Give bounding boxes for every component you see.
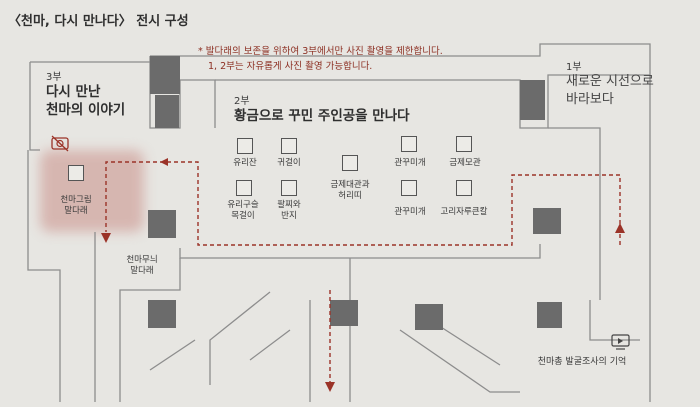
- photo-notice-line1: * 발다래의 보존을 위하여 3부에서만 사진 촬영을 제한합니다.: [198, 46, 443, 57]
- item-label: 유리잔: [233, 158, 257, 168]
- video-icon: [611, 334, 630, 350]
- wall-block: [155, 95, 179, 128]
- item-label: 귀걸이: [277, 158, 301, 168]
- diagonal-wall-lower: [149, 339, 196, 371]
- part3-title-line2: 천마의 이야기: [46, 102, 126, 118]
- item-label: 금제모관: [449, 158, 481, 168]
- part2-number: 2부: [234, 96, 250, 107]
- wall-block: [330, 300, 358, 326]
- exhibit-marker: [456, 180, 472, 196]
- bracelet-line1: 팔찌와: [277, 200, 301, 210]
- no-photo-icon: [51, 135, 69, 152]
- wall-block: [520, 80, 545, 120]
- photo-restricted-zone: [40, 150, 144, 232]
- wall-block: [148, 210, 176, 238]
- part3-section: 3부 다시 만난 천마의 이야기: [46, 68, 125, 119]
- page-title: 〈천마, 다시 만나다〉 전시 구성: [8, 14, 189, 29]
- part3-title-line1: 다시 만난: [46, 84, 101, 100]
- part1-section: 1부 새로운 시선으로 바라보다: [566, 58, 654, 109]
- wall-block: [533, 208, 561, 234]
- bamboo-label-line2: 말다래: [130, 266, 154, 276]
- exhibit-marker: [237, 138, 253, 154]
- diagonal-wall-center: [399, 319, 520, 393]
- exhibit-marker: [401, 180, 417, 196]
- painting-label-line2: 말다래: [64, 206, 88, 216]
- part2-section: 2부 황금으로 꾸민 주인공을 만나다: [234, 92, 410, 125]
- gold-crown-line1: 금제대관과: [330, 180, 370, 190]
- glass-necklace-line1: 유리구슬: [227, 200, 259, 210]
- part1-inner-wall: [548, 127, 601, 300]
- exhibit-marker: [68, 165, 84, 181]
- part1-title-line1: 새로운 시선으로: [566, 74, 654, 89]
- gold-crown-label: 금제대관과 허리띠: [318, 180, 382, 202]
- diagonal-wall-left: [209, 291, 291, 385]
- item-label: 고리자루큰칼: [440, 207, 488, 217]
- glass-necklace-line2: 목걸이: [231, 211, 255, 221]
- painting-label: 천마그림 말다래: [52, 195, 100, 217]
- excavation-label: 천마총 발굴조사의 기억: [537, 357, 627, 367]
- visitor-route: [105, 161, 621, 246]
- exhibit-marker: [236, 180, 252, 196]
- bracelet-label: 팔찌와 반지: [266, 200, 312, 222]
- wall-block: [415, 304, 443, 330]
- photo-notice-line2: 1, 2부는 자유롭게 사진 촬영 가능합니다.: [208, 61, 373, 72]
- right-corridor-wall: [589, 300, 640, 341]
- wall-block: [148, 300, 176, 328]
- exhibit-marker: [401, 136, 417, 152]
- part2-hall-wall: [215, 74, 650, 129]
- part2-lower-wall: [179, 244, 541, 259]
- route-arrow: [615, 223, 625, 233]
- bamboo-label: 천마무늬 말다래: [118, 255, 166, 277]
- wall-block: [150, 56, 180, 94]
- part1-number: 1부: [566, 62, 582, 73]
- exhibit-marker: [342, 155, 358, 171]
- part1-title-line2: 바라보다: [566, 92, 614, 107]
- bamboo-label-line1: 천마무늬: [126, 255, 158, 265]
- wall-block: [537, 302, 562, 328]
- exhibit-marker: [281, 138, 297, 154]
- part3-number: 3부: [46, 72, 62, 83]
- bracelet-line2: 반지: [281, 211, 297, 221]
- part3-wall: [94, 62, 216, 402]
- exhibit-marker: [281, 180, 297, 196]
- route-arrow: [325, 382, 335, 392]
- item-label: 관꾸미개: [394, 207, 426, 217]
- exhibit-marker: [456, 136, 472, 152]
- route-arrow: [160, 158, 168, 166]
- item-label: 관꾸미개: [394, 158, 426, 168]
- left-outer-wall: [27, 120, 61, 402]
- corridor-wall: [119, 258, 181, 402]
- route-arrow: [101, 233, 111, 243]
- part2-title: 황금으로 꾸민 주인공을 만나다: [234, 108, 410, 124]
- photo-notice: * 발다래의 보존을 위하여 3부에서만 사진 촬영을 제한합니다. 1, 2부…: [198, 44, 443, 74]
- gold-crown-line2: 허리띠: [338, 191, 362, 201]
- painting-label-line1: 천마그림: [60, 195, 92, 205]
- glass-necklace-label: 유리구슬 목걸이: [220, 200, 266, 222]
- center-corridor-wall: [309, 258, 351, 402]
